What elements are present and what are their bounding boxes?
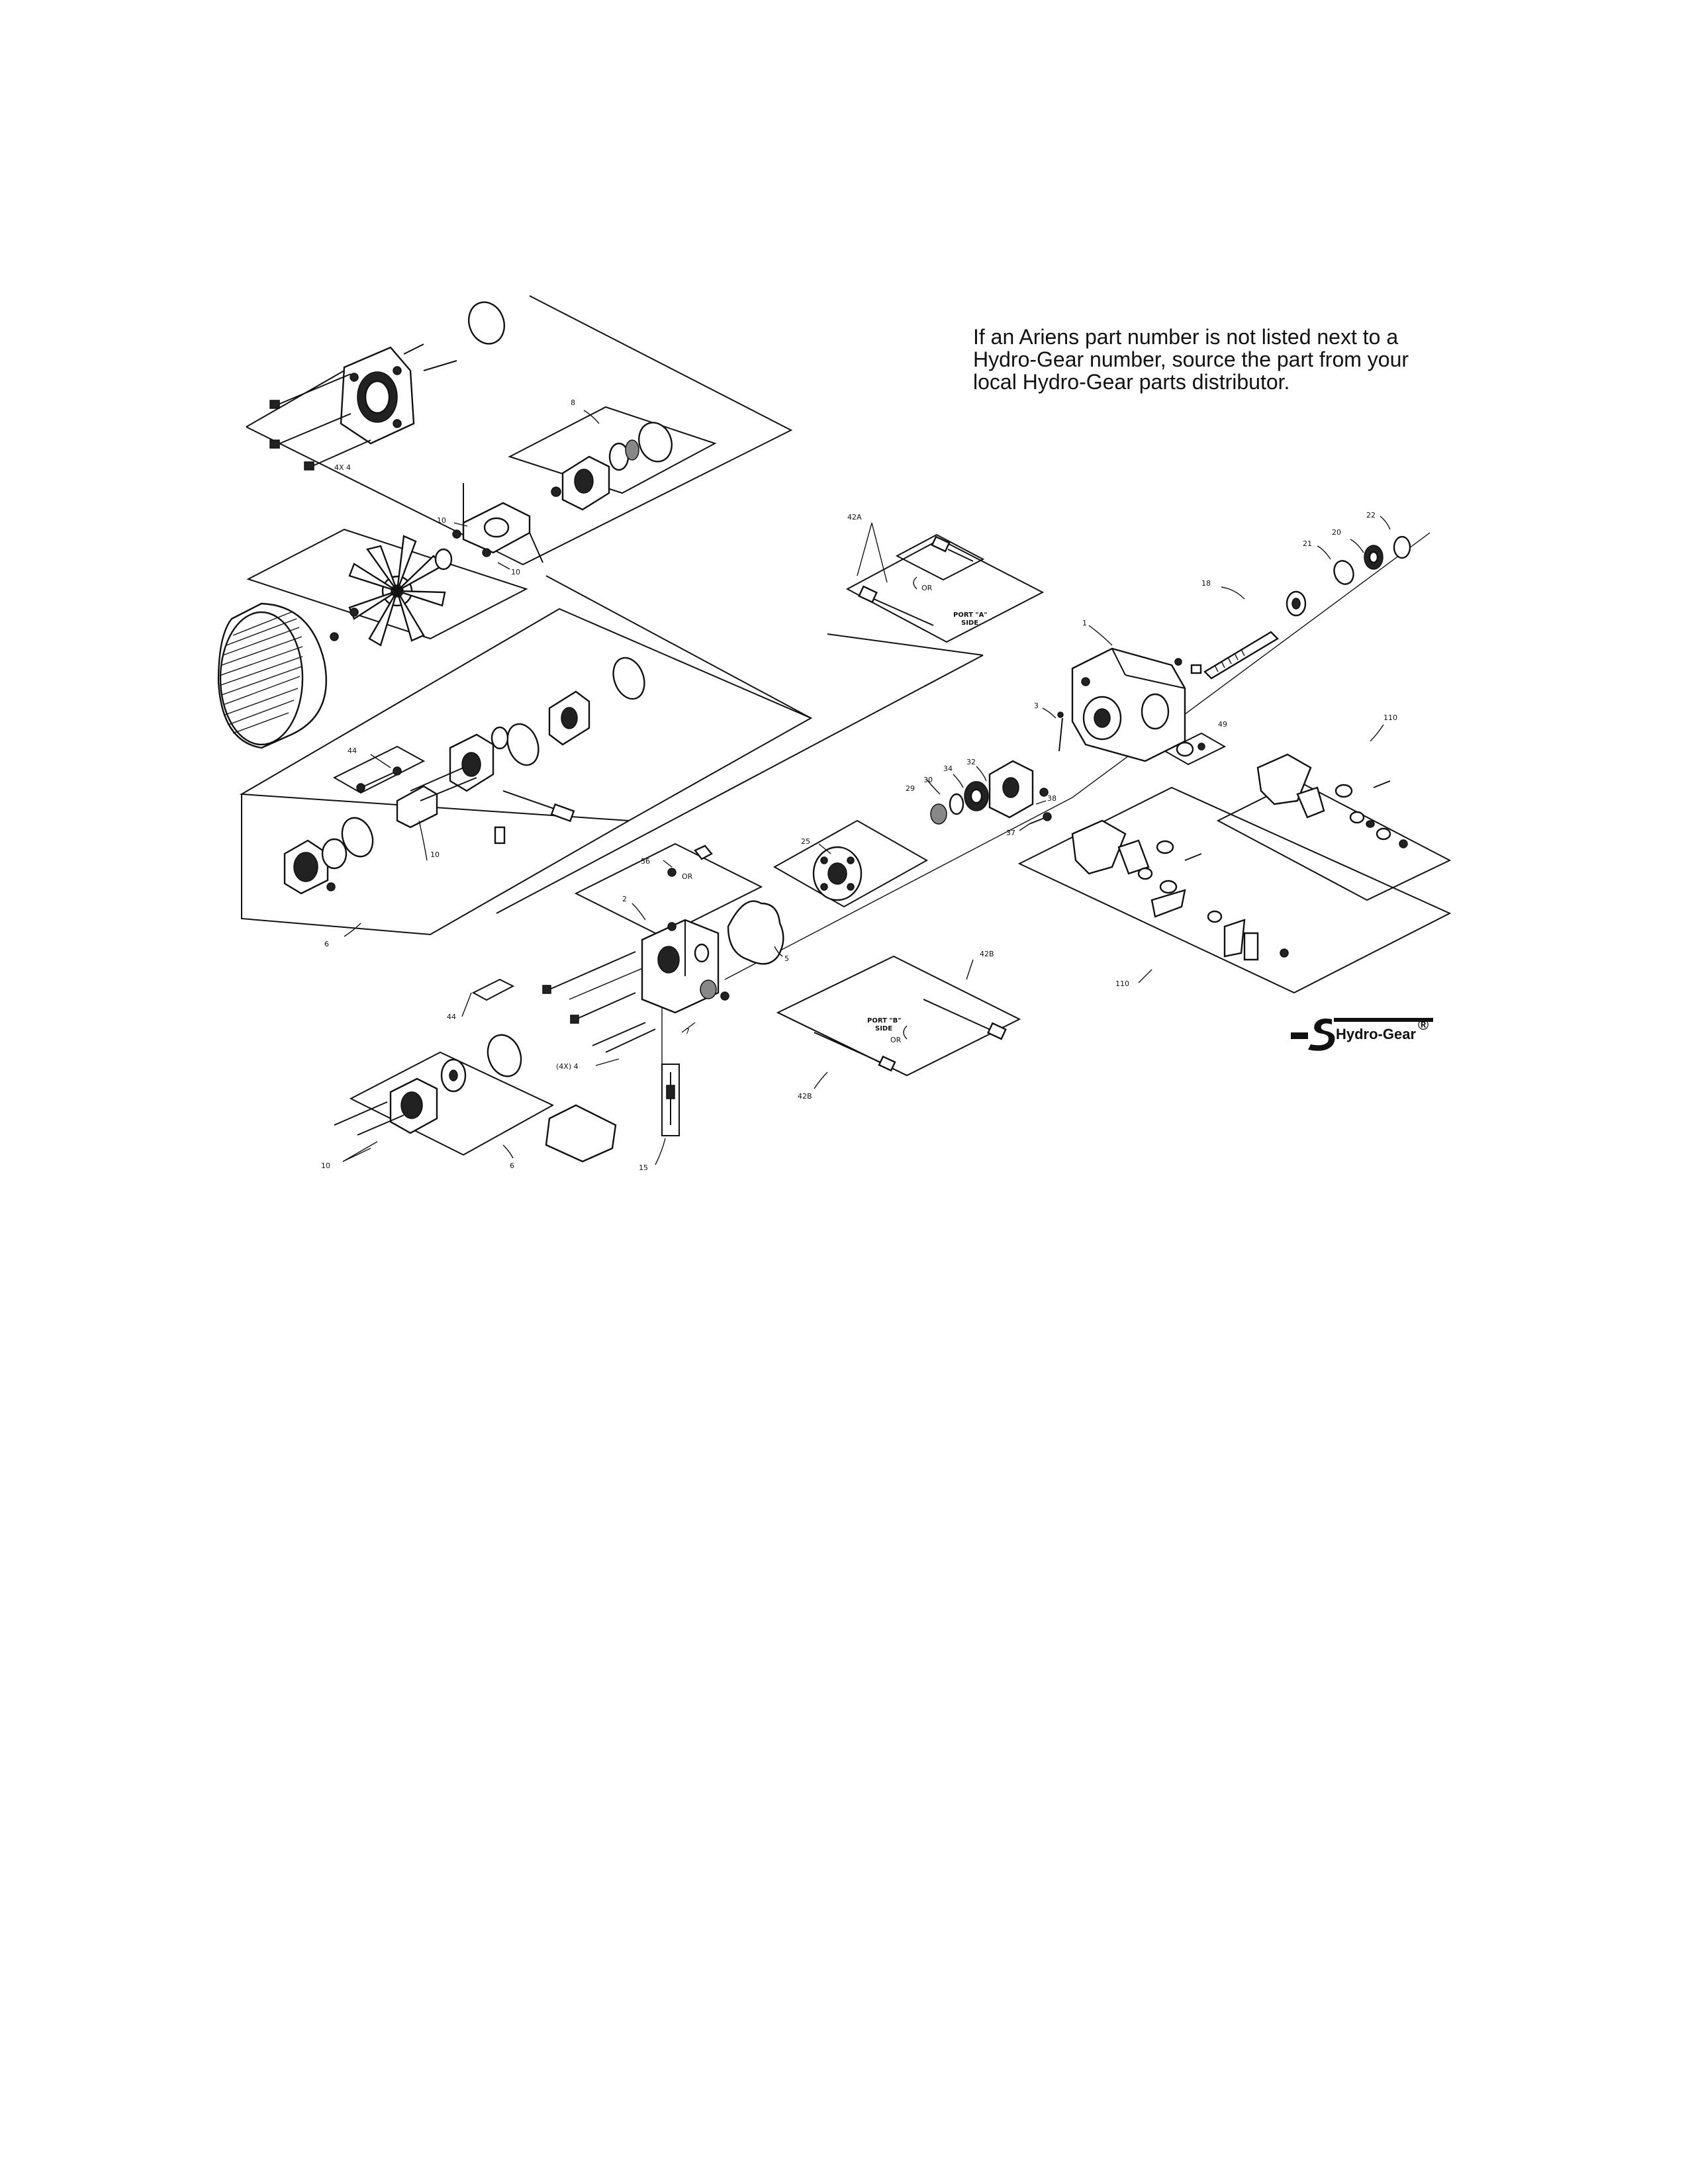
logo-bar bbox=[1291, 1032, 1308, 1039]
callout-10-c: 10 bbox=[430, 850, 440, 859]
callout-4x4-top: 4X 4 bbox=[334, 463, 351, 472]
callout-10-a: 10 bbox=[437, 516, 446, 525]
callout-side-b: SIDE bbox=[875, 1025, 892, 1032]
assembly-frames bbox=[239, 295, 1452, 1156]
callout-8: 8 bbox=[571, 398, 575, 407]
callout-37: 37 bbox=[1006, 829, 1015, 837]
callout-20: 20 bbox=[1332, 528, 1341, 537]
parts bbox=[217, 301, 1411, 1163]
logo-rule bbox=[1334, 1018, 1433, 1022]
callout-32: 32 bbox=[966, 758, 976, 766]
left-cap-assembly bbox=[283, 817, 374, 895]
callout-or-a: OR bbox=[921, 584, 933, 592]
callout-42b-b: 42B bbox=[798, 1092, 812, 1101]
callout-6-a: 6 bbox=[324, 940, 329, 948]
frame-part-6-lower bbox=[349, 1051, 555, 1156]
callout-2: 2 bbox=[622, 895, 627, 903]
frame-110-lower bbox=[1017, 786, 1452, 994]
frame-port-b bbox=[776, 955, 1021, 1077]
mounting-bracket-7 bbox=[545, 1104, 617, 1163]
callout-15: 15 bbox=[639, 1163, 648, 1172]
pin-and-seal bbox=[1057, 711, 1205, 757]
cylinder-block bbox=[812, 846, 863, 901]
callout-56: 56 bbox=[641, 857, 650, 866]
gasket-5 bbox=[727, 900, 784, 965]
swashplate-group bbox=[930, 760, 1052, 825]
note-line-2: Hydro-Gear number, source the part from … bbox=[973, 347, 1409, 371]
callout-49: 49 bbox=[1218, 720, 1227, 729]
frame-44-upper bbox=[332, 745, 426, 794]
callout-38: 38 bbox=[1047, 794, 1056, 803]
callout-or-c: OR bbox=[890, 1036, 902, 1044]
end-cap bbox=[340, 346, 415, 445]
callout-1: 1 bbox=[1082, 619, 1087, 627]
logo-s-icon bbox=[1308, 1019, 1335, 1051]
brand-name: Hydro-Gear bbox=[1336, 1026, 1416, 1042]
callout-110-b: 110 bbox=[1115, 979, 1129, 988]
callout-port-b: PORT "B" bbox=[867, 1017, 901, 1024]
port-a-valves bbox=[858, 535, 974, 626]
frame-port-a bbox=[845, 538, 1045, 643]
callout-34: 34 bbox=[943, 764, 953, 773]
frame-fan bbox=[246, 528, 528, 640]
callout-21: 21 bbox=[1303, 539, 1312, 548]
cooling-fan bbox=[348, 535, 453, 647]
port-b-valves bbox=[814, 999, 1007, 1072]
callout-42b-a: 42B bbox=[980, 950, 994, 958]
callout-29: 29 bbox=[906, 784, 915, 793]
callout-or-b: OR bbox=[682, 872, 693, 881]
callout-10-b: 10 bbox=[511, 568, 520, 576]
callout-44-b: 44 bbox=[447, 1013, 456, 1021]
part-6-lower-assembly bbox=[334, 1034, 522, 1136]
grille-cover bbox=[217, 602, 339, 749]
hydro-gear-logo: Hydro-Gear ® bbox=[1291, 1017, 1433, 1051]
frame-part-15 bbox=[661, 1064, 680, 1136]
callout-labels: 4X 4 8 10 10 42A PORT "A" SIDE OR 18 20 … bbox=[321, 398, 1397, 1172]
callout-10-d: 10 bbox=[321, 1161, 330, 1170]
callout-42a: 42A bbox=[847, 513, 862, 522]
callout-port-a: PORT "A" bbox=[953, 612, 988, 619]
callout-22: 22 bbox=[1366, 511, 1376, 520]
callout-6-b: 6 bbox=[510, 1161, 514, 1170]
housing-bolts bbox=[542, 844, 713, 1053]
part-8-assembly bbox=[551, 422, 673, 511]
callout-44-a: 44 bbox=[348, 747, 357, 755]
brand-mark: ® bbox=[1418, 1017, 1429, 1033]
note-line-1: If an Ariens part number is not listed n… bbox=[973, 325, 1399, 349]
frame-part-6-upper bbox=[239, 608, 813, 822]
callout-18: 18 bbox=[1201, 579, 1211, 588]
frame-110-upper bbox=[1216, 780, 1452, 901]
leader-lines bbox=[342, 410, 1391, 1165]
distributor-note: If an Ariens part number is not listed n… bbox=[973, 326, 1476, 393]
callout-25: 25 bbox=[801, 837, 810, 846]
main-housing bbox=[1071, 647, 1186, 762]
callout-7: 7 bbox=[685, 1027, 690, 1036]
callout-30: 30 bbox=[923, 776, 933, 784]
fitting-15 bbox=[666, 1072, 675, 1125]
callout-3: 3 bbox=[1034, 702, 1039, 710]
center-housing bbox=[641, 919, 729, 1014]
bolts-top bbox=[269, 343, 457, 471]
o-ring-top bbox=[468, 301, 505, 345]
callout-110-a: 110 bbox=[1383, 713, 1397, 722]
input-shaft bbox=[1190, 535, 1411, 680]
callout-4x-4: (4X) 4 bbox=[556, 1062, 579, 1071]
control-arm-lower bbox=[1071, 819, 1289, 961]
part-6-upper-assembly bbox=[356, 657, 645, 844]
note-line-3: local Hydro-Gear parts distributor. bbox=[973, 370, 1290, 394]
bracket-spider bbox=[452, 483, 543, 563]
callout-side-a: SIDE bbox=[961, 619, 978, 627]
frame-top-cap bbox=[246, 295, 793, 566]
control-arm-upper bbox=[1256, 753, 1408, 848]
frame-housing bbox=[574, 842, 763, 938]
callout-5: 5 bbox=[784, 954, 789, 963]
